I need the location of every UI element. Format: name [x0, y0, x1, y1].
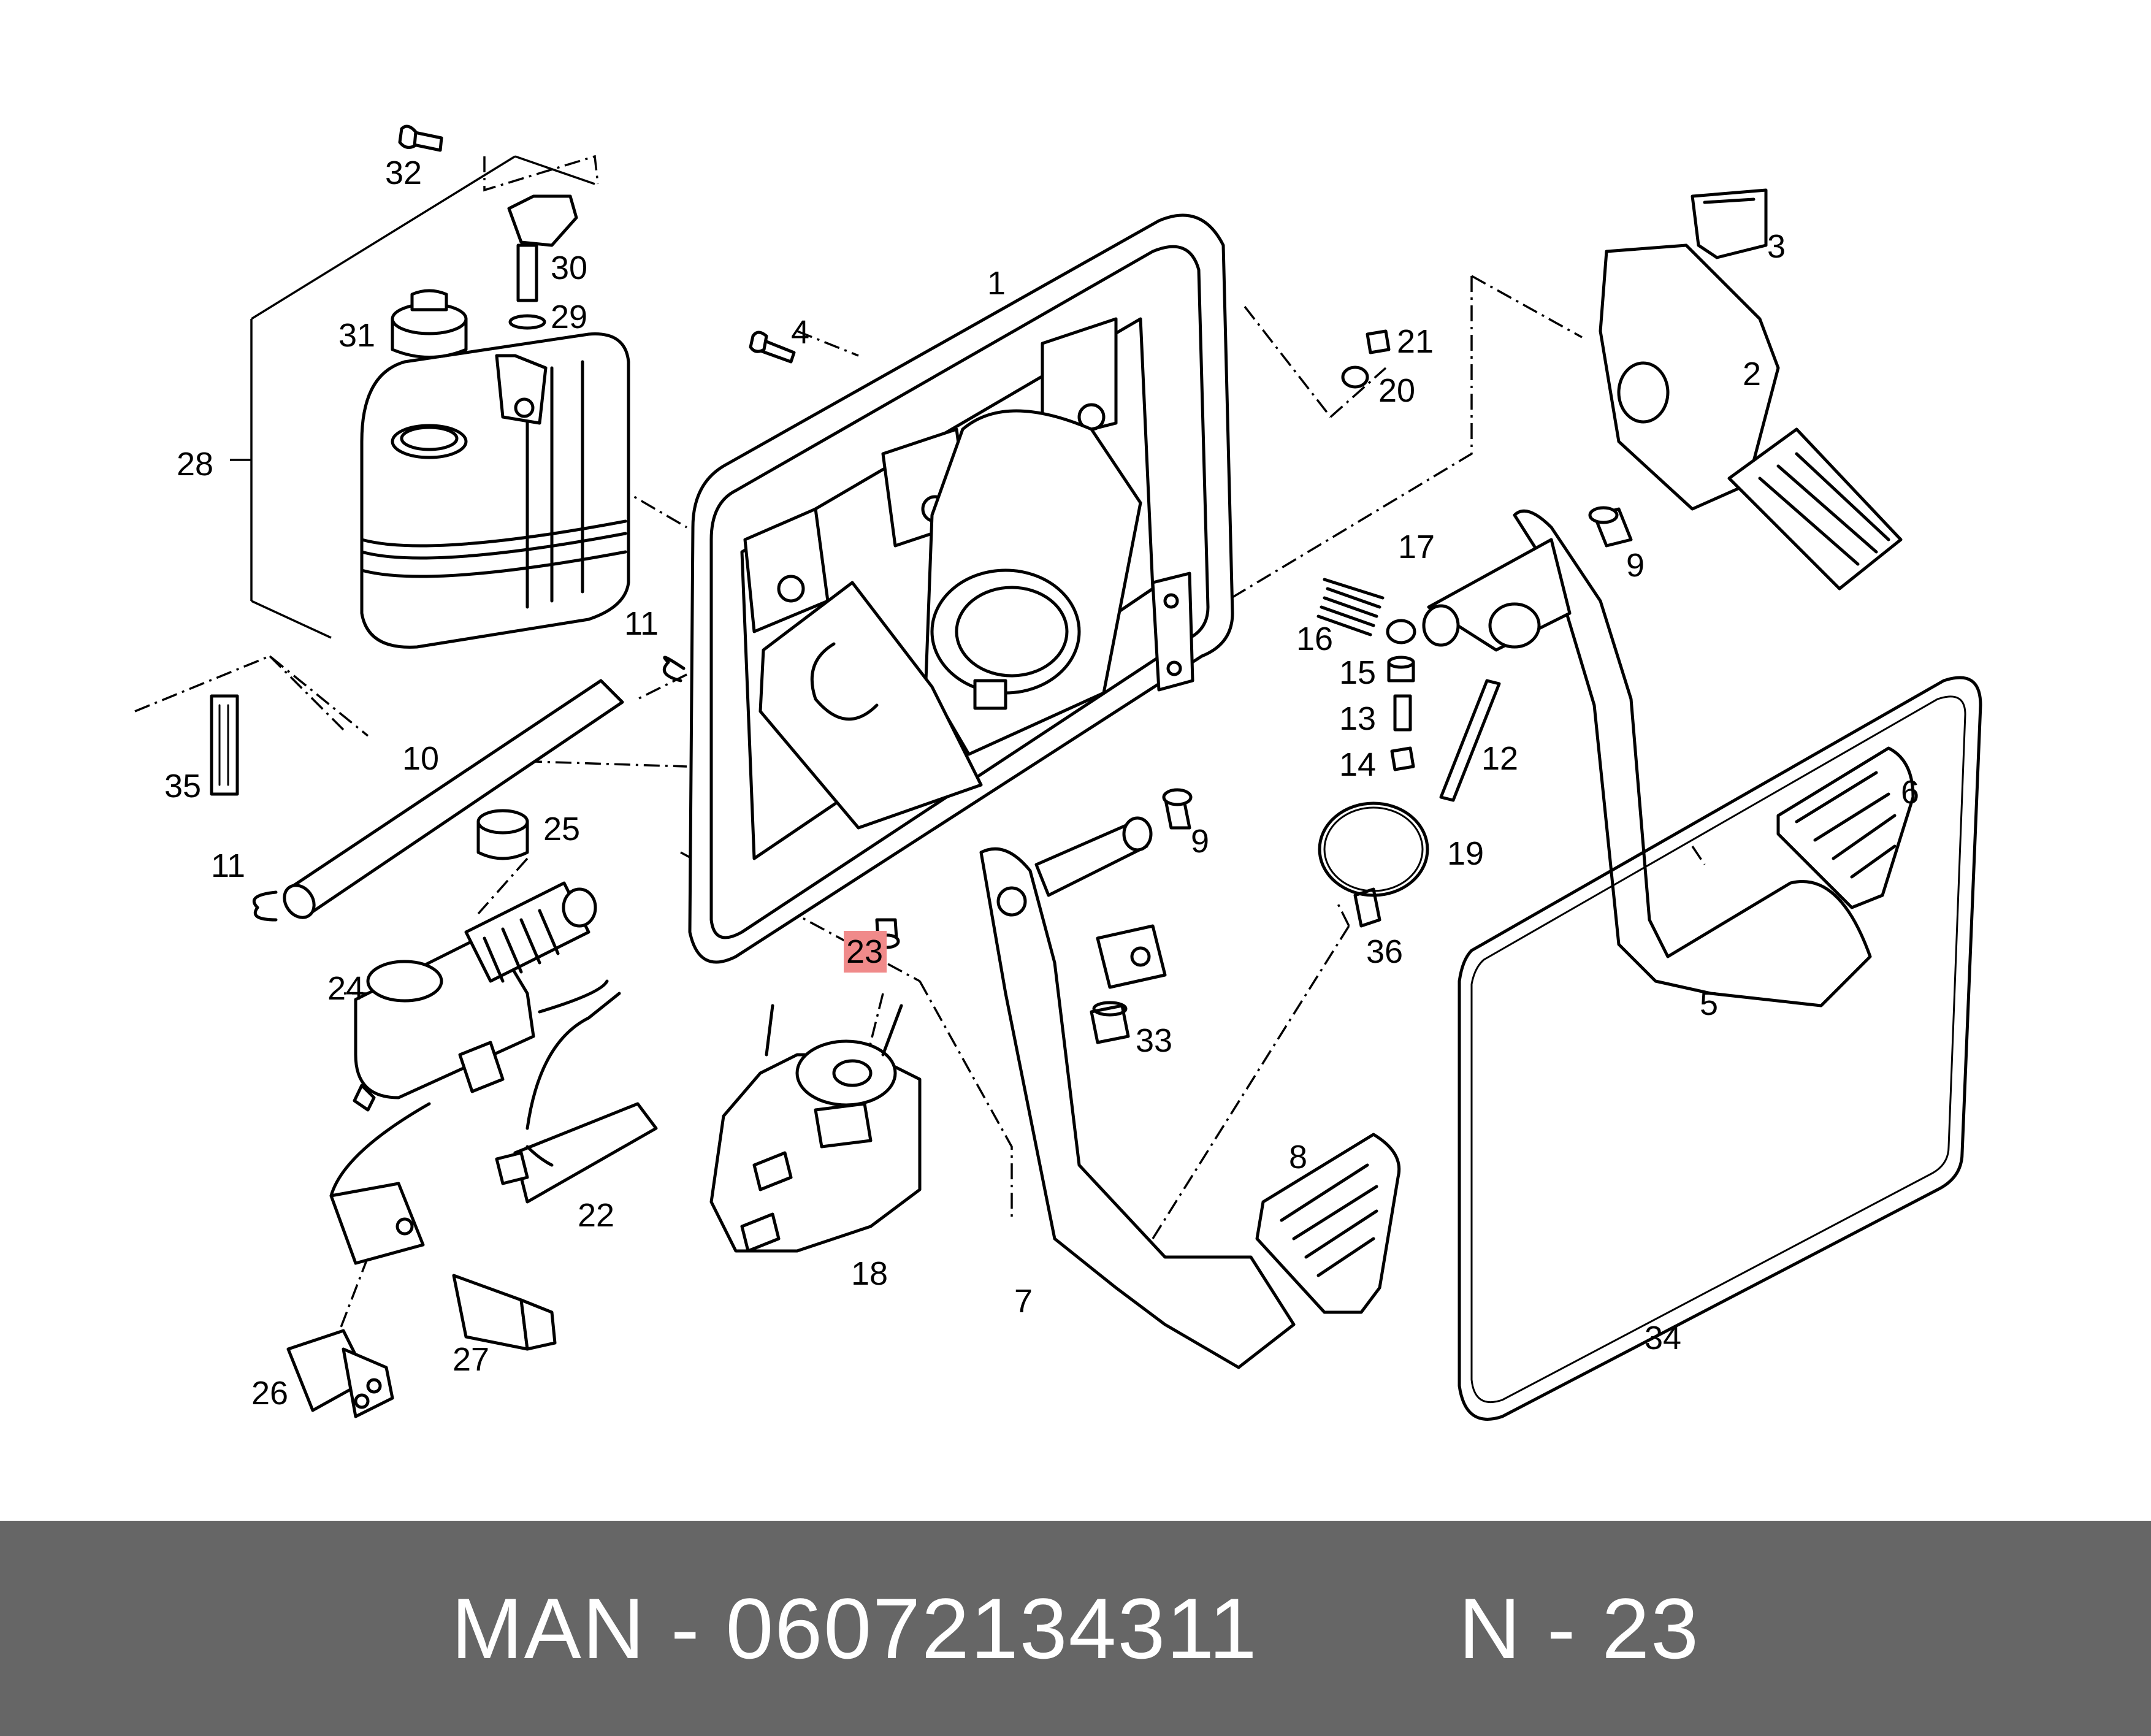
bolt-13 [1393, 694, 1412, 732]
callout-25[interactable]: 25 [543, 811, 580, 847]
footer-caption: MAN - 06072134311 N - 23 [451, 1579, 1700, 1678]
stop-15 [1387, 656, 1415, 683]
callout-26[interactable]: 26 [251, 1375, 288, 1412]
callout-10[interactable]: 10 [402, 740, 439, 777]
callout-27[interactable]: 27 [453, 1341, 489, 1378]
callout-18[interactable]: 18 [851, 1255, 888, 1292]
nut-14 [1390, 746, 1415, 771]
callout-4[interactable]: 4 [791, 314, 809, 351]
push-rod-12 [1439, 679, 1501, 802]
callout-11b[interactable]: 11 [211, 847, 245, 884]
callout-32[interactable]: 32 [385, 155, 422, 191]
callout-36[interactable]: 36 [1366, 933, 1403, 970]
callout-17[interactable]: 17 [1398, 529, 1435, 565]
callout-19[interactable]: 19 [1447, 835, 1484, 872]
brake-pedal [1422, 509, 1872, 1008]
warning-label [210, 694, 239, 796]
callout-21[interactable]: 21 [1397, 323, 1434, 360]
callout-9a[interactable]: 9 [1626, 547, 1645, 584]
callout-13[interactable]: 13 [1339, 700, 1376, 737]
callout-24[interactable]: 24 [327, 970, 364, 1007]
clutch-actuator [329, 881, 609, 1198]
footer-bar: MAN - 06072134311 N - 23 [0, 1521, 2151, 1736]
bushing-9 [1162, 788, 1193, 830]
callout-12[interactable]: 12 [1481, 740, 1518, 777]
callout-labels: 1 2 3 4 5 6 7 8 9 9 10 11 11 12 13 14 15… [164, 155, 1919, 1412]
callout-31[interactable]: 31 [338, 317, 375, 354]
callout-20[interactable]: 20 [1378, 372, 1415, 409]
valve-18 [709, 1004, 922, 1253]
connector-27 [452, 1274, 557, 1351]
accelerator-pedal [1599, 243, 1903, 591]
callout-6[interactable]: 6 [1901, 774, 1919, 811]
connector-3 [1691, 188, 1768, 259]
callout-3[interactable]: 3 [1767, 228, 1786, 265]
callout-11a[interactable]: 11 [624, 605, 659, 642]
highlight-box-23 [844, 931, 887, 973]
part-number: 06072134311 [725, 1580, 1258, 1677]
level-sensor [495, 194, 578, 425]
bushing-33 [1090, 1001, 1130, 1044]
harness-plug [329, 1182, 425, 1265]
callout-35[interactable]: 35 [164, 768, 201, 805]
cap-25 [476, 809, 529, 860]
spring-16 [1316, 578, 1385, 637]
callout-29[interactable]: 29 [551, 299, 587, 335]
pedal-pad-6 [1776, 746, 1915, 909]
bushing-9-right [1588, 506, 1633, 548]
position-prefix: N - [1458, 1580, 1602, 1677]
callout-14[interactable]: 14 [1339, 746, 1376, 783]
callout-34[interactable]: 34 [1645, 1320, 1681, 1356]
callout-23[interactable]: 23 [846, 933, 883, 970]
reservoir-cap [391, 289, 468, 359]
separator: - [646, 1580, 726, 1677]
sensor-22 [495, 992, 658, 1204]
callout-5[interactable]: 5 [1700, 985, 1718, 1022]
brand-name: MAN [451, 1580, 646, 1677]
position-number: 23 [1602, 1580, 1700, 1677]
gasket-34 [1458, 676, 1982, 1421]
exploded-parts-diagram: 1 2 3 4 5 6 7 8 9 9 10 11 11 12 13 14 15… [134, 124, 1982, 1421]
bolt-32 [398, 124, 443, 152]
callout-30[interactable]: 30 [551, 250, 587, 286]
clutch-pedal [979, 816, 1296, 1369]
callout-1[interactable]: 1 [987, 265, 1006, 302]
callout-15[interactable]: 15 [1339, 654, 1376, 691]
callout-28[interactable]: 28 [177, 446, 213, 483]
pedal-box-housing [688, 213, 1234, 964]
gap [1258, 1579, 1459, 1678]
washer-17 [1386, 619, 1416, 644]
reservoir-tank [360, 332, 630, 649]
pedal-pad-8 [1255, 1133, 1401, 1314]
nut-21 [1366, 329, 1391, 354]
callout-22[interactable]: 22 [578, 1197, 614, 1234]
seal-36 [1353, 887, 1381, 928]
bolt-4 [749, 331, 796, 364]
callout-2[interactable]: 2 [1743, 356, 1761, 392]
callout-7[interactable]: 7 [1014, 1283, 1033, 1320]
callout-8[interactable]: 8 [1289, 1139, 1307, 1176]
callout-33[interactable]: 33 [1136, 1022, 1172, 1059]
washer-20 [1341, 365, 1369, 389]
pedal-shaft [283, 679, 624, 919]
callout-9b[interactable]: 9 [1191, 823, 1209, 860]
o-ring-19 [1318, 801, 1429, 897]
connector-26 [286, 1329, 394, 1418]
callout-16[interactable]: 16 [1296, 621, 1333, 657]
circlip [252, 656, 686, 922]
